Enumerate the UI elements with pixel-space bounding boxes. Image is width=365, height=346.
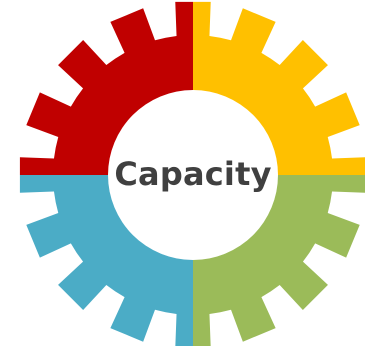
gear-center-hub (108, 90, 278, 260)
center-title: Capacity (114, 155, 271, 193)
